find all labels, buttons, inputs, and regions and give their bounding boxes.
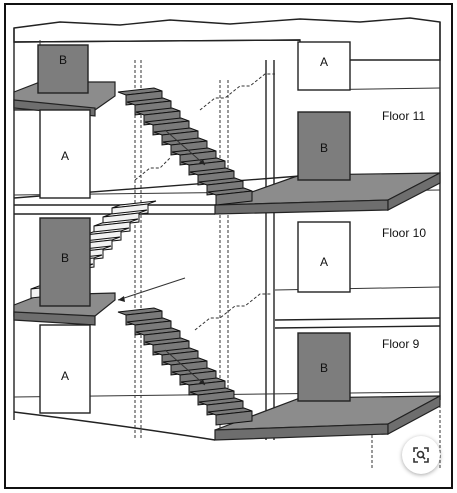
stair-riser bbox=[215, 410, 253, 426]
door-b-floor-11: B bbox=[297, 111, 351, 181]
floor-band-10 bbox=[274, 317, 441, 321]
stair-riser bbox=[215, 190, 253, 206]
door-label: A bbox=[61, 149, 69, 163]
floor-label-11: Floor 11 bbox=[382, 109, 425, 123]
door-a-floor-11: A bbox=[39, 109, 91, 199]
slab-floor-9-side bbox=[387, 394, 441, 436]
door-label: A bbox=[61, 369, 69, 383]
stair-flight-floor-11 bbox=[117, 87, 253, 206]
floor-band-10b bbox=[274, 325, 441, 329]
lower-curve bbox=[13, 411, 216, 441]
outer-frame bbox=[4, 3, 453, 489]
direction-arrow-11 bbox=[164, 129, 206, 166]
door-b-floor-10: B bbox=[39, 217, 91, 307]
door-a-floor-11-top: A bbox=[297, 41, 351, 91]
door-label: A bbox=[320, 255, 328, 269]
zoom-search-icon bbox=[413, 447, 429, 463]
slab-floor-11-side bbox=[387, 172, 441, 211]
door-label: B bbox=[59, 53, 67, 67]
door-label: B bbox=[320, 361, 328, 375]
door-a-floor-10: A bbox=[297, 221, 351, 293]
door-label: A bbox=[320, 55, 328, 69]
door-a-floor-9: A bbox=[39, 324, 91, 414]
door-b-floor-9: B bbox=[297, 332, 351, 402]
back-stair-outline-9 bbox=[194, 293, 272, 331]
back-stair-outline-11 bbox=[199, 73, 275, 111]
back-stair-outline-11b bbox=[134, 157, 171, 181]
roof-line bbox=[13, 39, 301, 43]
door-label: B bbox=[61, 251, 69, 265]
door-label: B bbox=[320, 141, 328, 155]
direction-arrow-10 bbox=[117, 277, 186, 302]
floor-label-10: Floor 10 bbox=[382, 226, 426, 240]
stair-flight-floor-9 bbox=[117, 307, 253, 426]
floor-label-9: Floor 9 bbox=[382, 337, 420, 351]
landing-left-10-edge bbox=[13, 311, 96, 326]
door-b-floor-11-top: B bbox=[37, 44, 89, 94]
direction-arrow-9 bbox=[164, 349, 206, 386]
zoom-button[interactable] bbox=[402, 436, 440, 474]
